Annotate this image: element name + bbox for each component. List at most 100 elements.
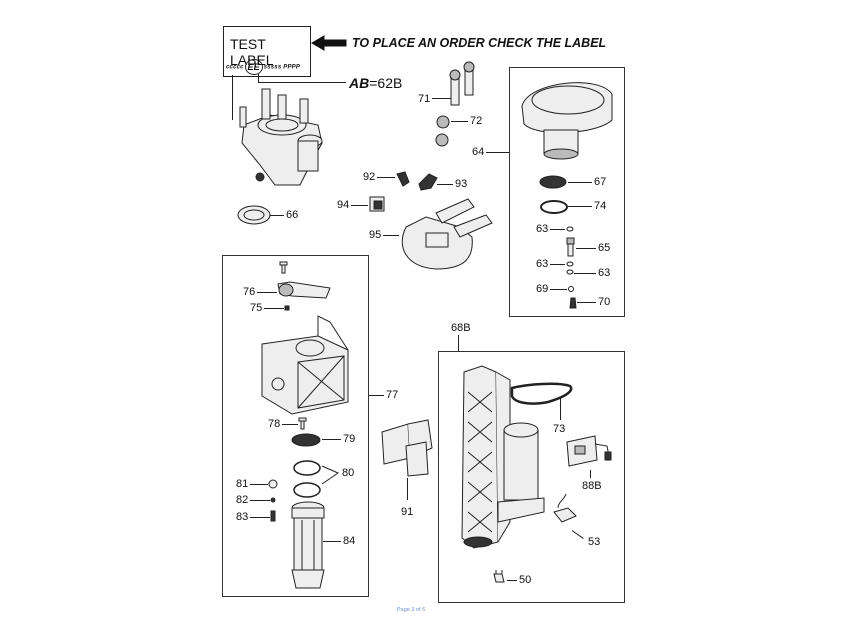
callout-72: 72 [470,115,483,127]
spring-part [270,510,276,522]
ball-part [568,286,574,292]
callout-81: 81 [236,478,249,490]
callout-68b: 68B [451,322,471,334]
group-box-64 [509,67,625,317]
callout-74: 74 [594,200,607,212]
o-rings-part [293,460,321,498]
leader-line [590,470,591,478]
valve-insert-part [566,237,575,257]
callout-66: 66 [286,209,299,221]
callout-76: 76 [243,286,256,298]
callout-80: 80 [342,467,355,479]
filter-cylinder-part [291,501,325,589]
brew-unit-body-part [261,315,349,415]
group-box-68b [438,351,625,603]
drip-tray-part [401,198,493,270]
callout-77: 77 [386,389,399,401]
screw-part [279,261,288,274]
leader-line [258,82,346,83]
leader-line [550,229,565,230]
leader-line [437,184,453,185]
leader-line [257,292,277,293]
callout-65: 65 [598,242,611,254]
order-instruction: TO PLACE AN ORDER CHECK THE LABEL [352,36,607,50]
leader-line [250,484,268,485]
callout-75: 75 [250,302,263,314]
washer-part [270,497,276,503]
belt-part [510,382,573,405]
callout-82: 82 [236,494,249,506]
leader-line [577,302,596,303]
filter-tubes-part [449,61,475,106]
leader-line [560,398,561,420]
o-ring-part [540,200,568,214]
leader-line [258,74,259,82]
callout-91: 91 [401,506,414,518]
callout-79: 79 [343,433,356,445]
circuit-board-part [566,435,612,467]
lever-part [277,281,331,299]
code-circled: EE [244,59,263,75]
screw-part [298,417,307,430]
callout-63: 63 [598,267,611,279]
code-suffix: sssss PPPP [263,64,301,71]
callout-63: 63 [536,223,549,235]
callout-78: 78 [268,418,281,430]
bracket-part [381,419,433,477]
ab-reference: AB=62B [349,75,402,91]
leader-line [377,177,395,178]
sensor-part [396,171,438,191]
brew-head-part [521,82,613,160]
leader-line [432,98,451,99]
leader-line [351,205,368,206]
leader-line [550,289,567,290]
leader-line [264,308,284,309]
callout-50: 50 [519,574,532,586]
group-box-77 [222,255,369,597]
filter-disc-part [539,175,567,189]
callout-53: 53 [588,536,601,548]
leader-line [250,500,270,501]
leader-line [407,478,408,500]
leader-line [323,541,341,542]
pin-part [284,305,290,311]
clip-part [493,570,505,583]
nut-part [435,115,450,147]
callout-69: 69 [536,283,549,295]
leader-line [507,580,517,581]
leader-line [270,215,284,216]
cap-part [268,479,278,489]
leader-line [369,395,384,396]
callout-67: 67 [594,176,607,188]
callout-94: 94 [337,199,350,211]
boiler-assembly-part [239,88,323,186]
callout-73: 73 [553,423,566,435]
callout-63: 63 [536,258,549,270]
callout-95: 95 [369,229,382,241]
plug-part [569,297,577,309]
leader-line [282,424,298,425]
leader-line [568,206,592,207]
page-number: Page 3 of 6 [397,607,426,613]
callout-71: 71 [418,93,431,105]
arrow-left-icon [311,35,347,51]
leader-line [383,235,399,236]
callout-64: 64 [472,146,485,158]
gear-tower-part [461,365,545,549]
callout-70: 70 [598,296,611,308]
leader-line [250,517,270,518]
callout-83: 83 [236,511,249,523]
callout-92: 92 [363,171,376,183]
leader-line [232,75,233,120]
o-ring-small-part [566,226,574,232]
callout-84: 84 [343,535,356,547]
leader-line [576,248,596,249]
callout-93: 93 [455,178,468,190]
leader-line [451,121,468,122]
leader-line [458,335,459,351]
o-ring-small-part [566,261,574,267]
leader-line [321,465,340,485]
leader-line [550,264,565,265]
